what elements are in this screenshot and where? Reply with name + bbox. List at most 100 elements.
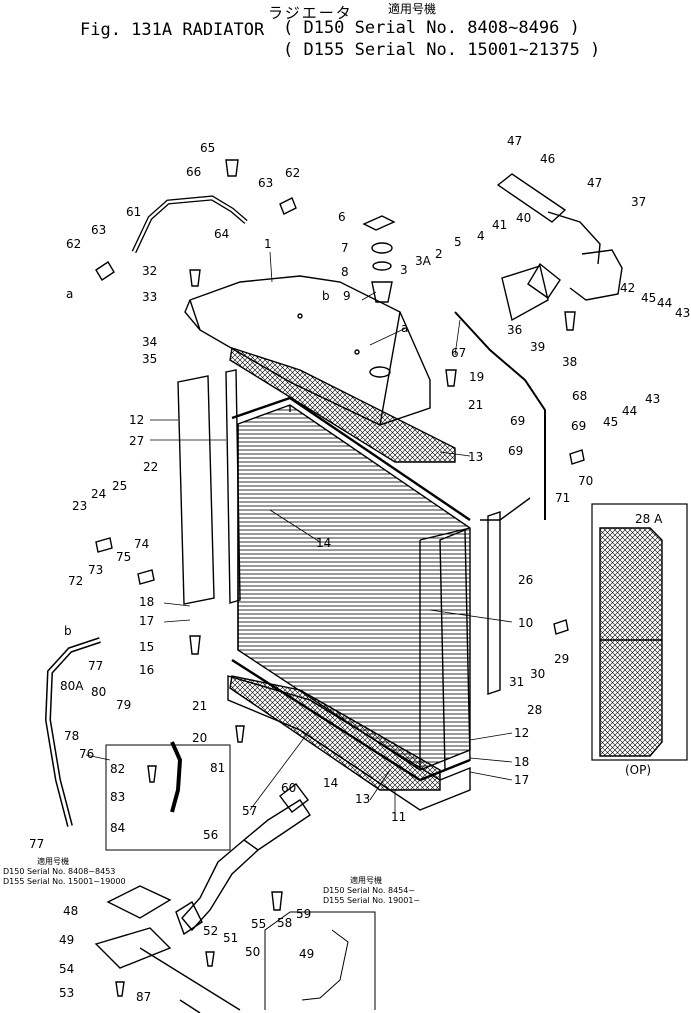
note-right-line1: D150 Serial No. 8454~ xyxy=(323,886,415,895)
part-callout: 75 xyxy=(116,550,131,564)
upper-gasket xyxy=(229,347,456,463)
overflow-pipe xyxy=(454,311,546,520)
part-callout: 25 xyxy=(112,479,127,493)
part-callout: 69 xyxy=(510,414,525,428)
part-callout: 69 xyxy=(571,419,586,433)
part-callout: 68 xyxy=(572,389,587,403)
inset-box-left xyxy=(105,744,231,851)
part-callout: 43 xyxy=(675,306,690,320)
cap-gasket xyxy=(371,242,393,254)
part-callout: 33 xyxy=(142,290,157,304)
upper-hose-and-pipe xyxy=(496,173,623,322)
part-callout: b xyxy=(322,289,330,303)
water-inlet-elbow xyxy=(94,927,172,969)
applicability-note-left: 適用号機 D150 Serial No. 8408~8453 D155 Seri… xyxy=(3,856,126,886)
part-callout: 18 xyxy=(514,755,529,769)
leader-lines xyxy=(85,251,513,815)
part-callout: 81 xyxy=(210,761,225,775)
part-callout: 79 xyxy=(116,698,131,712)
part-callout: 17 xyxy=(514,773,529,787)
note-right-line2: D155 Serial No. 19001~ xyxy=(323,896,420,905)
part-callout: 9 xyxy=(343,289,351,303)
part-callout: 64 xyxy=(214,227,229,241)
part-callout: b xyxy=(64,624,72,638)
part-callout: 8 xyxy=(341,265,349,279)
part-callout: 47 xyxy=(507,134,522,148)
part-callout: 80 xyxy=(91,685,106,699)
lower-tank xyxy=(227,675,471,811)
part-callout: 61 xyxy=(126,205,141,219)
radiator-cap xyxy=(362,215,396,231)
part-callout: 70 xyxy=(578,474,593,488)
part-callout: (OP) xyxy=(625,763,651,777)
part-callout: 28 A xyxy=(635,512,663,526)
part-callout: 44 xyxy=(622,404,637,418)
part-callout: 35 xyxy=(142,352,157,366)
part-callout: 18 xyxy=(139,595,154,609)
part-callout: 54 xyxy=(59,962,74,976)
part-callout: 43 xyxy=(645,392,660,406)
part-callout: 83 xyxy=(110,790,125,804)
part-callout: 87 xyxy=(136,990,151,1004)
part-callout: 3A xyxy=(415,254,432,268)
note-left-heading: 適用号機 xyxy=(37,856,69,866)
part-callout: 50 xyxy=(245,945,260,959)
note-left-line1: D150 Serial No. 8408~8453 xyxy=(3,867,115,876)
part-callout: 27 xyxy=(129,434,144,448)
optional-screen-panel xyxy=(591,503,688,761)
part-callout: 30 xyxy=(530,667,545,681)
part-callout: 37 xyxy=(631,195,646,209)
part-callout: 77 xyxy=(88,659,103,673)
serial-range-d150: ( D150 Serial No. 8408~8496 ) xyxy=(283,18,580,38)
part-callout: 76 xyxy=(79,747,94,761)
part-callout: 32 xyxy=(142,264,157,278)
part-callout: 11 xyxy=(391,810,406,824)
part-callout: 51 xyxy=(223,931,238,945)
part-callout: 21 xyxy=(192,699,207,713)
part-callout: 34 xyxy=(142,335,157,349)
part-callout: 41 xyxy=(492,218,507,232)
part-callout: 58 xyxy=(277,916,292,930)
applicability-label-japanese: 適用号機 xyxy=(388,2,437,16)
part-callout: 56 xyxy=(203,828,218,842)
part-callout: 2 xyxy=(435,247,443,261)
figure-title-japanese: ラジエータ xyxy=(268,4,353,22)
part-callout: 12 xyxy=(129,413,144,427)
part-callout: 17 xyxy=(139,614,154,628)
part-callout: 19 xyxy=(469,370,484,384)
part-callout: 42 xyxy=(620,281,635,295)
part-callout: 15 xyxy=(139,640,154,654)
filler-neck xyxy=(371,281,393,303)
part-callout: 6 xyxy=(338,210,346,224)
part-callout: 39 xyxy=(530,340,545,354)
part-callout: 14 xyxy=(316,536,331,550)
part-callout: 67 xyxy=(451,346,466,360)
part-callout: 36 xyxy=(507,323,522,337)
part-callout: 14 xyxy=(323,776,338,790)
lower-water-pipe xyxy=(175,783,311,936)
part-callout: 13 xyxy=(355,792,370,806)
part-callout: 38 xyxy=(562,355,577,369)
left-side-frame xyxy=(177,369,241,605)
part-callout: 48 xyxy=(63,904,78,918)
part-callout: 44 xyxy=(657,296,672,310)
part-callout: 53 xyxy=(59,986,74,1000)
part-callout: 13 xyxy=(468,450,483,464)
part-callout: 20 xyxy=(192,731,207,745)
part-callout: 66 xyxy=(186,165,201,179)
part-callout: 49 xyxy=(59,933,74,947)
part-callout: 47 xyxy=(587,176,602,190)
part-callout: 24 xyxy=(91,487,106,501)
part-callout: 52 xyxy=(203,924,218,938)
part-callout: 74 xyxy=(134,537,149,551)
part-callout: 21 xyxy=(468,398,483,412)
part-callout: a xyxy=(66,287,73,301)
part-callout: 23 xyxy=(72,499,87,513)
part-callout: 16 xyxy=(139,663,154,677)
part-callout: 62 xyxy=(285,166,300,180)
part-callout: 73 xyxy=(88,563,103,577)
part-callout: 49 xyxy=(299,947,314,961)
part-callout: 4 xyxy=(477,229,485,243)
note-left-line2: D155 Serial No. 15001~19000 xyxy=(3,877,126,886)
vent-tube xyxy=(131,195,248,254)
